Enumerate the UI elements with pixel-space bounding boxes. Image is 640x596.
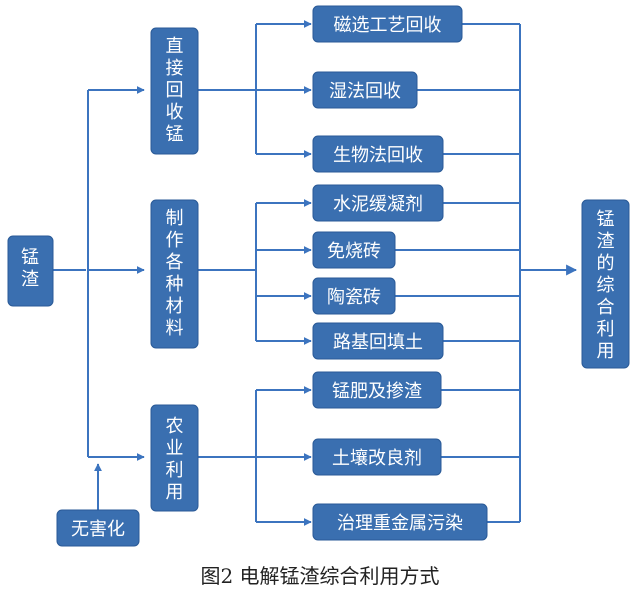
leaf-roadbed-fill: 路基回填土 xyxy=(312,322,444,360)
svg-text:治理重金属污染: 治理重金属污染 xyxy=(337,513,463,534)
svg-text:生物法回收: 生物法回收 xyxy=(333,145,423,166)
connectors xyxy=(53,20,578,526)
leaf-magnetic-recovery: 磁选工艺回收 xyxy=(312,5,463,43)
svg-text:陶瓷砖: 陶瓷砖 xyxy=(327,287,381,308)
svg-text:湿法回收: 湿法回收 xyxy=(329,81,401,102)
svg-text:农业利用: 农业利用 xyxy=(166,416,184,503)
leaf-soil-conditioner: 土壤改良剂 xyxy=(312,438,442,476)
svg-text:直接回收锰: 直接回收锰 xyxy=(166,36,184,145)
svg-text:锰渣: 锰渣 xyxy=(21,247,39,290)
leaf-unfired-brick: 免烧砖 xyxy=(312,231,396,269)
node-agriculture: 农业利用 xyxy=(150,404,199,512)
svg-text:锰肥及掺渣: 锰肥及掺渣 xyxy=(332,381,422,402)
node-comprehensive-utilization: 锰渣的综合利用 xyxy=(581,199,630,369)
leaf-wet-recovery: 湿法回收 xyxy=(312,71,418,109)
leaf-ceramic-brick: 陶瓷砖 xyxy=(312,277,396,315)
node-harmless: 无害化 xyxy=(56,509,140,547)
svg-text:免烧砖: 免烧砖 xyxy=(327,241,381,262)
svg-text:水泥缓凝剂: 水泥缓凝剂 xyxy=(333,194,423,215)
leaf-manganese-fertilizer: 锰肥及掺渣 xyxy=(312,371,442,409)
node-materials: 制作各种材料 xyxy=(150,199,199,349)
svg-text:磁选工艺回收: 磁选工艺回收 xyxy=(334,15,442,36)
svg-text:制作各种材料: 制作各种材料 xyxy=(166,208,184,339)
svg-text:锰渣的综合利用: 锰渣的综合利用 xyxy=(597,209,615,362)
node-root: 锰渣 xyxy=(7,235,54,307)
svg-text:无害化: 无害化 xyxy=(71,519,125,540)
svg-text:路基回填土: 路基回填土 xyxy=(333,332,423,353)
svg-text:土壤改良剂: 土壤改良剂 xyxy=(332,448,422,469)
figure-caption: 图2 电解锰渣综合利用方式 xyxy=(200,564,440,588)
leaf-heavy-metal-remediation: 治理重金属污染 xyxy=(312,503,488,541)
leaf-bio-recovery: 生物法回收 xyxy=(312,135,444,173)
node-direct-recovery: 直接回收锰 xyxy=(150,27,199,155)
leaf-cement-retarder: 水泥缓凝剂 xyxy=(312,184,444,222)
